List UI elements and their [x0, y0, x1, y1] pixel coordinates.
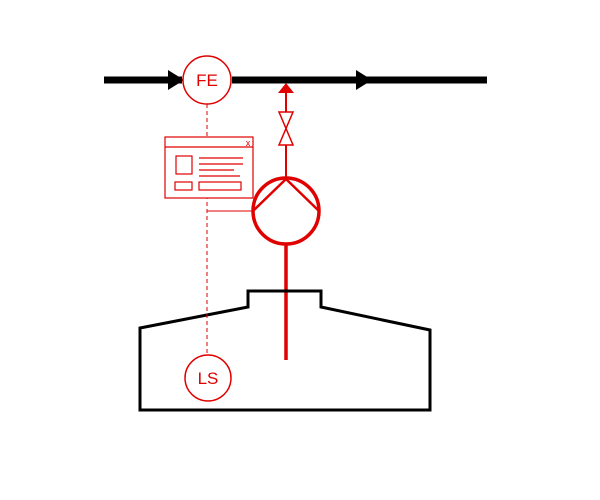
flow-element-instrument[interactable]: FE: [182, 55, 232, 105]
window-panel-icon: [164, 136, 254, 199]
level-switch-instrument[interactable]: LS: [184, 354, 232, 402]
pump-impeller-line-right: [285, 178, 320, 212]
flow-arrow-right-icon: [356, 70, 372, 90]
level-switch-bubble: [184, 354, 232, 402]
panel-button-small: [174, 181, 193, 191]
injection-line: [251, 83, 321, 360]
level-switch-tag: LS: [198, 369, 219, 388]
gate-valve-icon: [277, 111, 295, 146]
main-process-line: [104, 70, 487, 90]
panel-button-wide: [198, 181, 242, 191]
panel-image-box: [175, 155, 193, 175]
panel-close-icon[interactable]: x: [246, 138, 251, 148]
flow-arrow-left-icon: [168, 70, 184, 90]
centrifugal-pump-icon: [251, 176, 321, 246]
injection-arrow-icon: [278, 83, 294, 93]
pump-impeller-line-left: [252, 178, 287, 212]
controller-panel[interactable]: x: [164, 136, 254, 199]
storage-tank: [138, 289, 432, 412]
flow-element-bubble: [182, 55, 232, 105]
flow-element-tag: FE: [196, 71, 218, 90]
